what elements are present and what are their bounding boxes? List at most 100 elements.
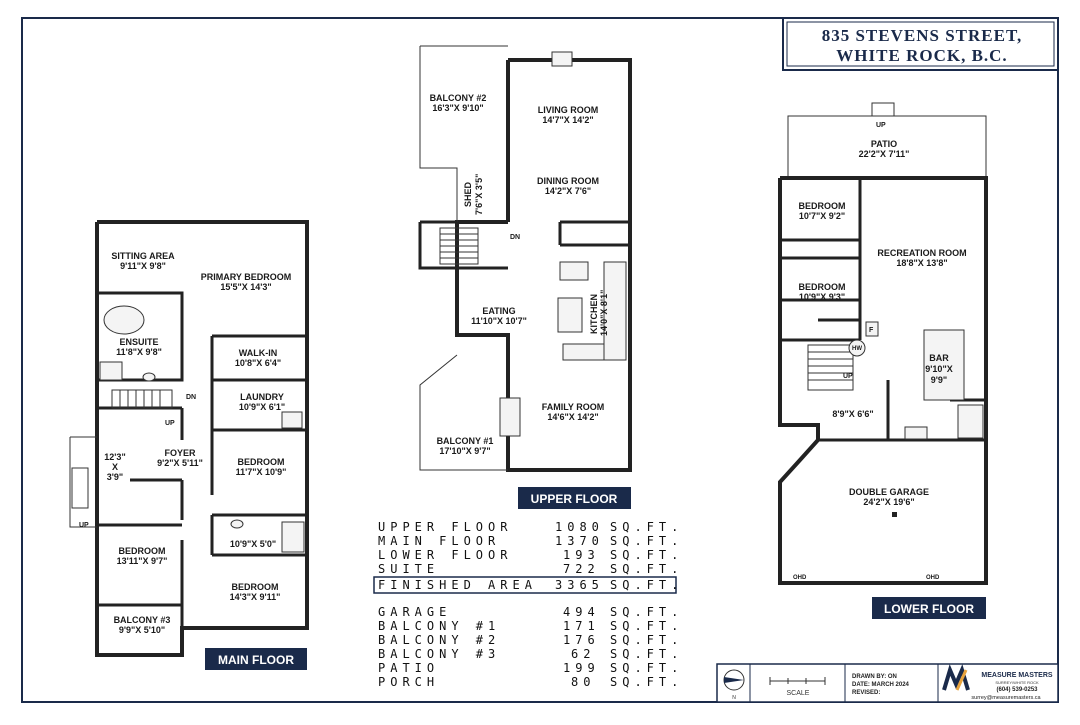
primary-bedroom-name: PRIMARY BEDROOM [201,272,292,282]
svg-text:SQ.FT.: SQ.FT. [610,661,683,675]
svg-text:FINISHED AREA: FINISHED AREA [378,578,537,592]
main-floor-plan: SITTING AREA 9'11"X 9'8" PRIMARY BEDROOM… [69,220,309,670]
lower-floor-label-bg [872,597,986,619]
area-row: BALCONY #1 171 SQ.FT. [378,619,678,633]
svg-text:494: 494 [563,605,600,619]
kitchen-name: KITCHEN [589,294,599,334]
balcony-2-dim: 16'3"X 9'10" [432,103,483,113]
area-row: PORCH 80 SQ.FT. [378,675,683,689]
svg-text:SUITE: SUITE [378,562,439,576]
area-row: GARAGE 494 SQ.FT. [378,605,678,619]
area-table: UPPER FLOOR 1080 SQ.FT. MAIN FLOOR 1370 … [373,520,683,689]
dining-room-name: DINING ROOM [537,176,599,186]
eating-name: EATING [482,306,515,316]
double-garage-dim: 24'2"X 19'6" [863,497,914,507]
main-floor-label: MAIN FLOOR [218,653,294,667]
company-email: surrey@measuremasters.ca [971,695,1041,701]
dining-room-dim: 14'2"X 7'6" [545,186,591,196]
svg-text:80: 80 [571,675,595,689]
eating-dim: 11'10"X 10'7" [471,316,527,326]
company-name: MEASURE MASTERS [981,672,1053,679]
scale-label: SCALE [787,690,810,697]
area-row: MAIN FLOOR 1370 SQ.FT. [378,534,683,548]
balcony-2-name: BALCONY #2 [430,93,487,103]
svg-text:SQ.FT.: SQ.FT. [610,562,683,576]
area-total-row: FINISHED AREA 3365 SQ.FT. [373,576,678,594]
svg-text:171: 171 [563,619,600,633]
balcony-3-dim: 9'9"X 5'10" [119,625,165,635]
area-row: PATIO 199 SQ.FT. [378,661,683,675]
measure-masters-logo-icon [942,664,970,691]
bar-name: BAR [929,353,949,363]
laundry-dim: 10'9"X 6'1" [239,402,285,412]
area-row: LOWER FLOOR 193 SQ.FT. [378,548,683,562]
svg-text:62: 62 [571,647,595,661]
svg-text:PATIO: PATIO [378,661,439,675]
laundry-name: LAUNDRY [240,392,284,402]
svg-text:BALCONY #2: BALCONY #2 [378,633,500,647]
recreation-room-name: RECREATION ROOM [877,248,966,258]
area-row: BALCONY #2 176 SQ.FT. [378,633,678,647]
main-bath-dim: 10'9"X 5'0" [230,539,276,549]
foyer-name: FOYER [164,448,196,458]
balcony-1-name: BALCONY #1 [437,436,494,446]
upper-floor-label-bg [518,487,631,509]
svg-text:UPPER FLOOR: UPPER FLOOR [378,520,512,534]
svg-text:176: 176 [563,633,600,647]
bedroom-main-1-dim: 11'7"X 10'9" [236,467,287,477]
lower-floor-label: LOWER FLOOR [884,602,974,616]
garage-door-1-label: OHD [793,575,807,581]
title-block: N SCALE DRAWN BY: ON DATE: MARCH 2024 RE… [716,663,1059,703]
address-line-1: 835 STEVENS STREET, [822,26,1023,45]
svg-text:SQ.FT.: SQ.FT. [610,675,683,689]
area-row: BALCONY #3 62 SQ.FT. [378,647,678,661]
bedroom-main-2-dim: 13'11"X 9'7" [117,556,168,566]
svg-text:BALCONY #3: BALCONY #3 [378,647,500,661]
garage-door-2-label: OHD [926,575,940,581]
upper-stairs-dn: DN [510,234,520,241]
porch-dim-1: 12'3" [104,452,125,462]
north-arrow-icon [723,669,745,691]
svg-text:SQ.FT.: SQ.FT. [610,548,683,562]
upper-floor-plan: BALCONY #2 16'3"X 9'10" LIVING ROOM 14'7… [418,45,632,509]
svg-text:199: 199 [563,661,600,675]
bar-dim-2: 9'9" [931,375,947,385]
svg-text:1370: 1370 [555,534,604,548]
svg-text:LOWER FLOOR: LOWER FLOOR [378,548,512,562]
patio-up: UP [876,122,886,129]
drawn-by: DRAWN BY: ON [852,674,897,680]
bedroom-lower-2-name: BEDROOM [799,282,846,292]
bedroom-lower-2-dim: 10'9"X 9'3" [799,292,845,302]
svg-text:PORCH: PORCH [378,675,439,689]
shed-dim: 7'6"X 3'5" [474,174,484,215]
recreation-room-dim: 18'8"X 13'8" [896,258,947,268]
balcony-3-name: BALCONY #3 [114,615,171,625]
svg-text:193: 193 [563,548,600,562]
porch-dim-x: X [112,462,118,472]
area-row: SUITE 722 SQ.FT. [378,562,683,576]
svg-text:GARAGE: GARAGE [378,605,451,619]
svg-text:3365: 3365 [555,578,604,592]
bedroom-lower-1-dim: 10'7"X 9'2" [799,211,845,221]
bedroom-main-3-name: BEDROOM [232,582,279,592]
svg-text:BALCONY #1: BALCONY #1 [378,619,500,633]
lower-hall-dim: 8'9"X 6'6" [832,409,873,419]
address-line-2: WHITE ROCK, B.C. [836,46,1007,65]
lower-stairs-up: UP [843,373,853,380]
sitting-area-name: SITTING AREA [111,251,175,261]
living-room-name: LIVING ROOM [538,105,599,115]
main-stairs-dn: DN [186,394,196,401]
family-room-dim: 14'6"X 14'2" [547,412,598,422]
ensuite-dim: 11'8"X 9'8" [116,347,162,357]
bedroom-lower-1-name: BEDROOM [799,201,846,211]
svg-text:1080: 1080 [555,520,604,534]
svg-text:SQ.FT.: SQ.FT. [610,534,683,548]
balcony-1-dim: 17'10"X 9'7" [439,446,490,456]
walk-in-dim: 10'8"X 6'4" [235,358,281,368]
scale-bar-icon [769,677,826,685]
lower-floor-plan: PATIO 22'2"X 7'11" UP BEDROOM 10'7"X 9'2… [778,102,988,619]
double-garage-name: DOUBLE GARAGE [849,487,929,497]
svg-text:722: 722 [563,562,600,576]
main-floor-label-bg [205,648,307,670]
